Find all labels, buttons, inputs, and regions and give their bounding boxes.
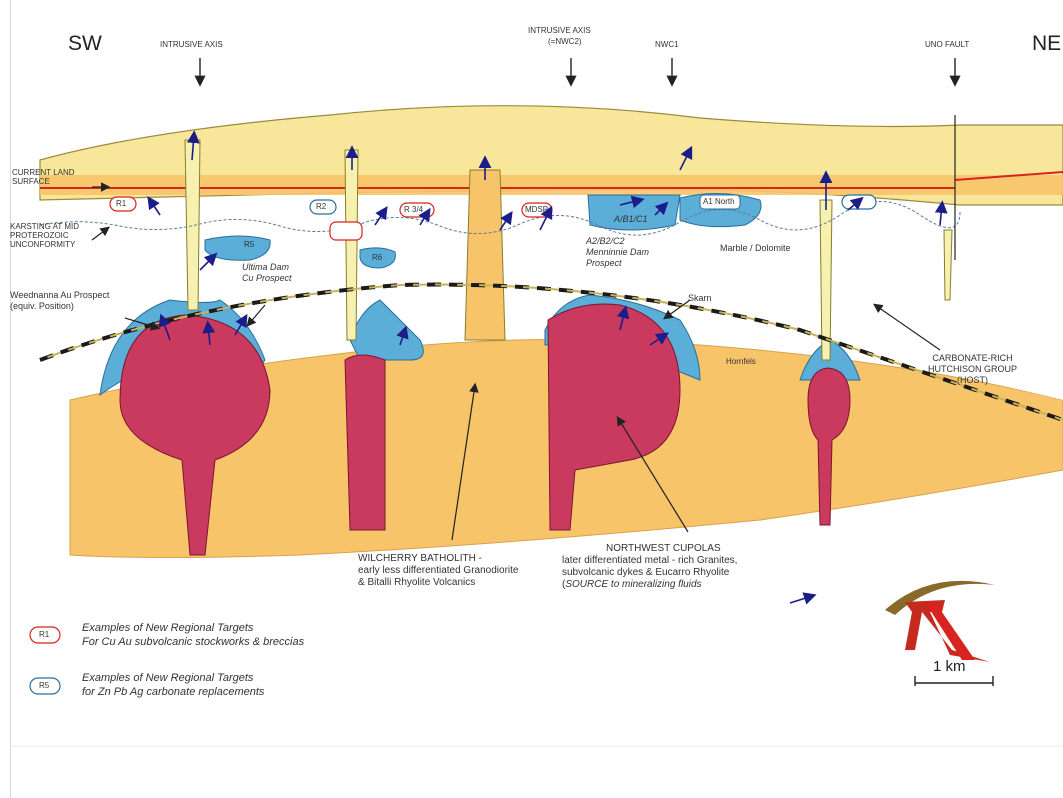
- direction-sw: SW: [68, 32, 102, 56]
- label-weednanna: Weednanna Au Prospect (equiv. Position): [10, 290, 109, 312]
- label-skarn: Skarn: [688, 293, 712, 304]
- breccia-pipe-left: [185, 140, 200, 310]
- company-logo: [885, 581, 995, 662]
- label-uno-fault: UNO FAULT: [925, 40, 969, 49]
- label-line: UNCONFORMITY: [10, 240, 79, 249]
- label-fragment: SOURCE: [565, 579, 608, 590]
- label-line: SURFACE: [12, 177, 75, 186]
- target-r34-label: R 3/4: [404, 205, 423, 214]
- target-r5-label: R5: [244, 240, 254, 249]
- axis-pointers: [200, 58, 955, 84]
- label-line: Menninnie Dam: [586, 247, 649, 258]
- label-intrusive-axis-left: INTRUSIVE AXIS: [160, 40, 223, 49]
- target-r6-label: R6: [372, 253, 382, 262]
- target-a1north-label: A1 North: [703, 197, 735, 206]
- label-carbonate-host: CARBONATE-RICH HUTCHISON GROUP (HOST): [928, 353, 1017, 386]
- label-line: early less differentiated Granodiorite: [358, 565, 518, 577]
- label-nwc1: NWC1: [655, 40, 679, 49]
- label-line: Weednanna Au Prospect: [10, 290, 109, 301]
- label-line: Cu Prospect: [242, 273, 292, 284]
- label-line: NORTHWEST CUPOLAS: [562, 543, 737, 555]
- label-wilcherry-batholith: WILCHERRY BATHOLITH - early less differe…: [358, 553, 518, 589]
- scale-bar: [915, 676, 993, 686]
- label-line: Examples of New Regional Targets: [82, 671, 264, 685]
- label-line: (equiv. Position): [10, 301, 109, 312]
- target-mdsp-label: MDSP: [525, 205, 548, 214]
- label-current-land-surface: CURRENT LAND SURFACE: [12, 168, 75, 186]
- label-intrusive-axis-center: INTRUSIVE AXIS: [528, 26, 591, 35]
- target-r1-label: R1: [116, 199, 126, 208]
- label-hornfels: Hornfels: [726, 357, 756, 366]
- label-line: Prospect: [586, 258, 649, 269]
- breccia-pipe-r2: [345, 150, 358, 340]
- label-line: WILCHERRY BATHOLITH -: [358, 553, 518, 565]
- label-line-source: (SOURCE to mineralizing fluids: [562, 579, 737, 591]
- label-line: KARSTING AT MID: [10, 222, 79, 231]
- label-line: & Bitalli Rhyolite Volcanics: [358, 577, 518, 589]
- target-ne-oval: [842, 195, 876, 209]
- label-line: For Cu Au subvolcanic stockworks & brecc…: [82, 635, 304, 649]
- label-menninnie-dam: A2/B2/C2 Menninnie Dam Prospect: [586, 236, 649, 269]
- label-fragment: to mineralizing fluids: [608, 579, 701, 590]
- label-line: HUTCHISON GROUP: [928, 364, 1017, 375]
- direction-ne: NE: [1032, 32, 1061, 56]
- target-ab1c1-label: A/B1/C1: [614, 214, 648, 225]
- legend-fluid-arrow: [790, 596, 812, 603]
- label-line: subvolcanic dykes & Eucarro Rhyolite: [562, 567, 737, 579]
- target-lens-r5: [205, 236, 270, 260]
- label-line: for Zn Pb Ag carbonate replacements: [82, 685, 264, 699]
- label-line: CARBONATE-RICH: [928, 353, 1017, 364]
- scale-label: 1 km: [933, 658, 966, 675]
- label-ultima-dam: Ultima Dam Cu Prospect: [242, 262, 292, 284]
- label-line: Ultima Dam: [242, 262, 292, 273]
- label-line: CURRENT LAND: [12, 168, 75, 177]
- breccia-pipe-center: [465, 170, 505, 340]
- legend-red-text: Examples of New Regional Targets For Cu …: [82, 621, 304, 649]
- label-intrusive-axis-center-sub: (=NWC2): [548, 37, 582, 46]
- label-line: Examples of New Regional Targets: [82, 621, 304, 635]
- label-line: PROTEROZOIC: [10, 231, 79, 240]
- label-line: A2/B2/C2: [586, 236, 649, 247]
- legend-blue-key: R5: [39, 681, 49, 690]
- target-r2-label: R2: [316, 202, 326, 211]
- legend-red-key: R1: [39, 630, 49, 639]
- label-karsting: KARSTING AT MID PROTEROZOIC UNCONFORMITY: [10, 222, 79, 249]
- granite-cupola-2: [345, 355, 385, 530]
- label-line: (HOST): [928, 375, 1017, 386]
- label-line: later differentiated metal - rich Granit…: [562, 555, 737, 567]
- target-r2-outline: [330, 222, 362, 240]
- dyke-uno: [944, 230, 952, 300]
- legend-blue-text: Examples of New Regional Targets for Zn …: [82, 671, 264, 699]
- label-marble-dolomite: Marble / Dolomite: [720, 243, 791, 254]
- label-northwest-cupolas: NORTHWEST CUPOLAS later differentiated m…: [562, 543, 737, 591]
